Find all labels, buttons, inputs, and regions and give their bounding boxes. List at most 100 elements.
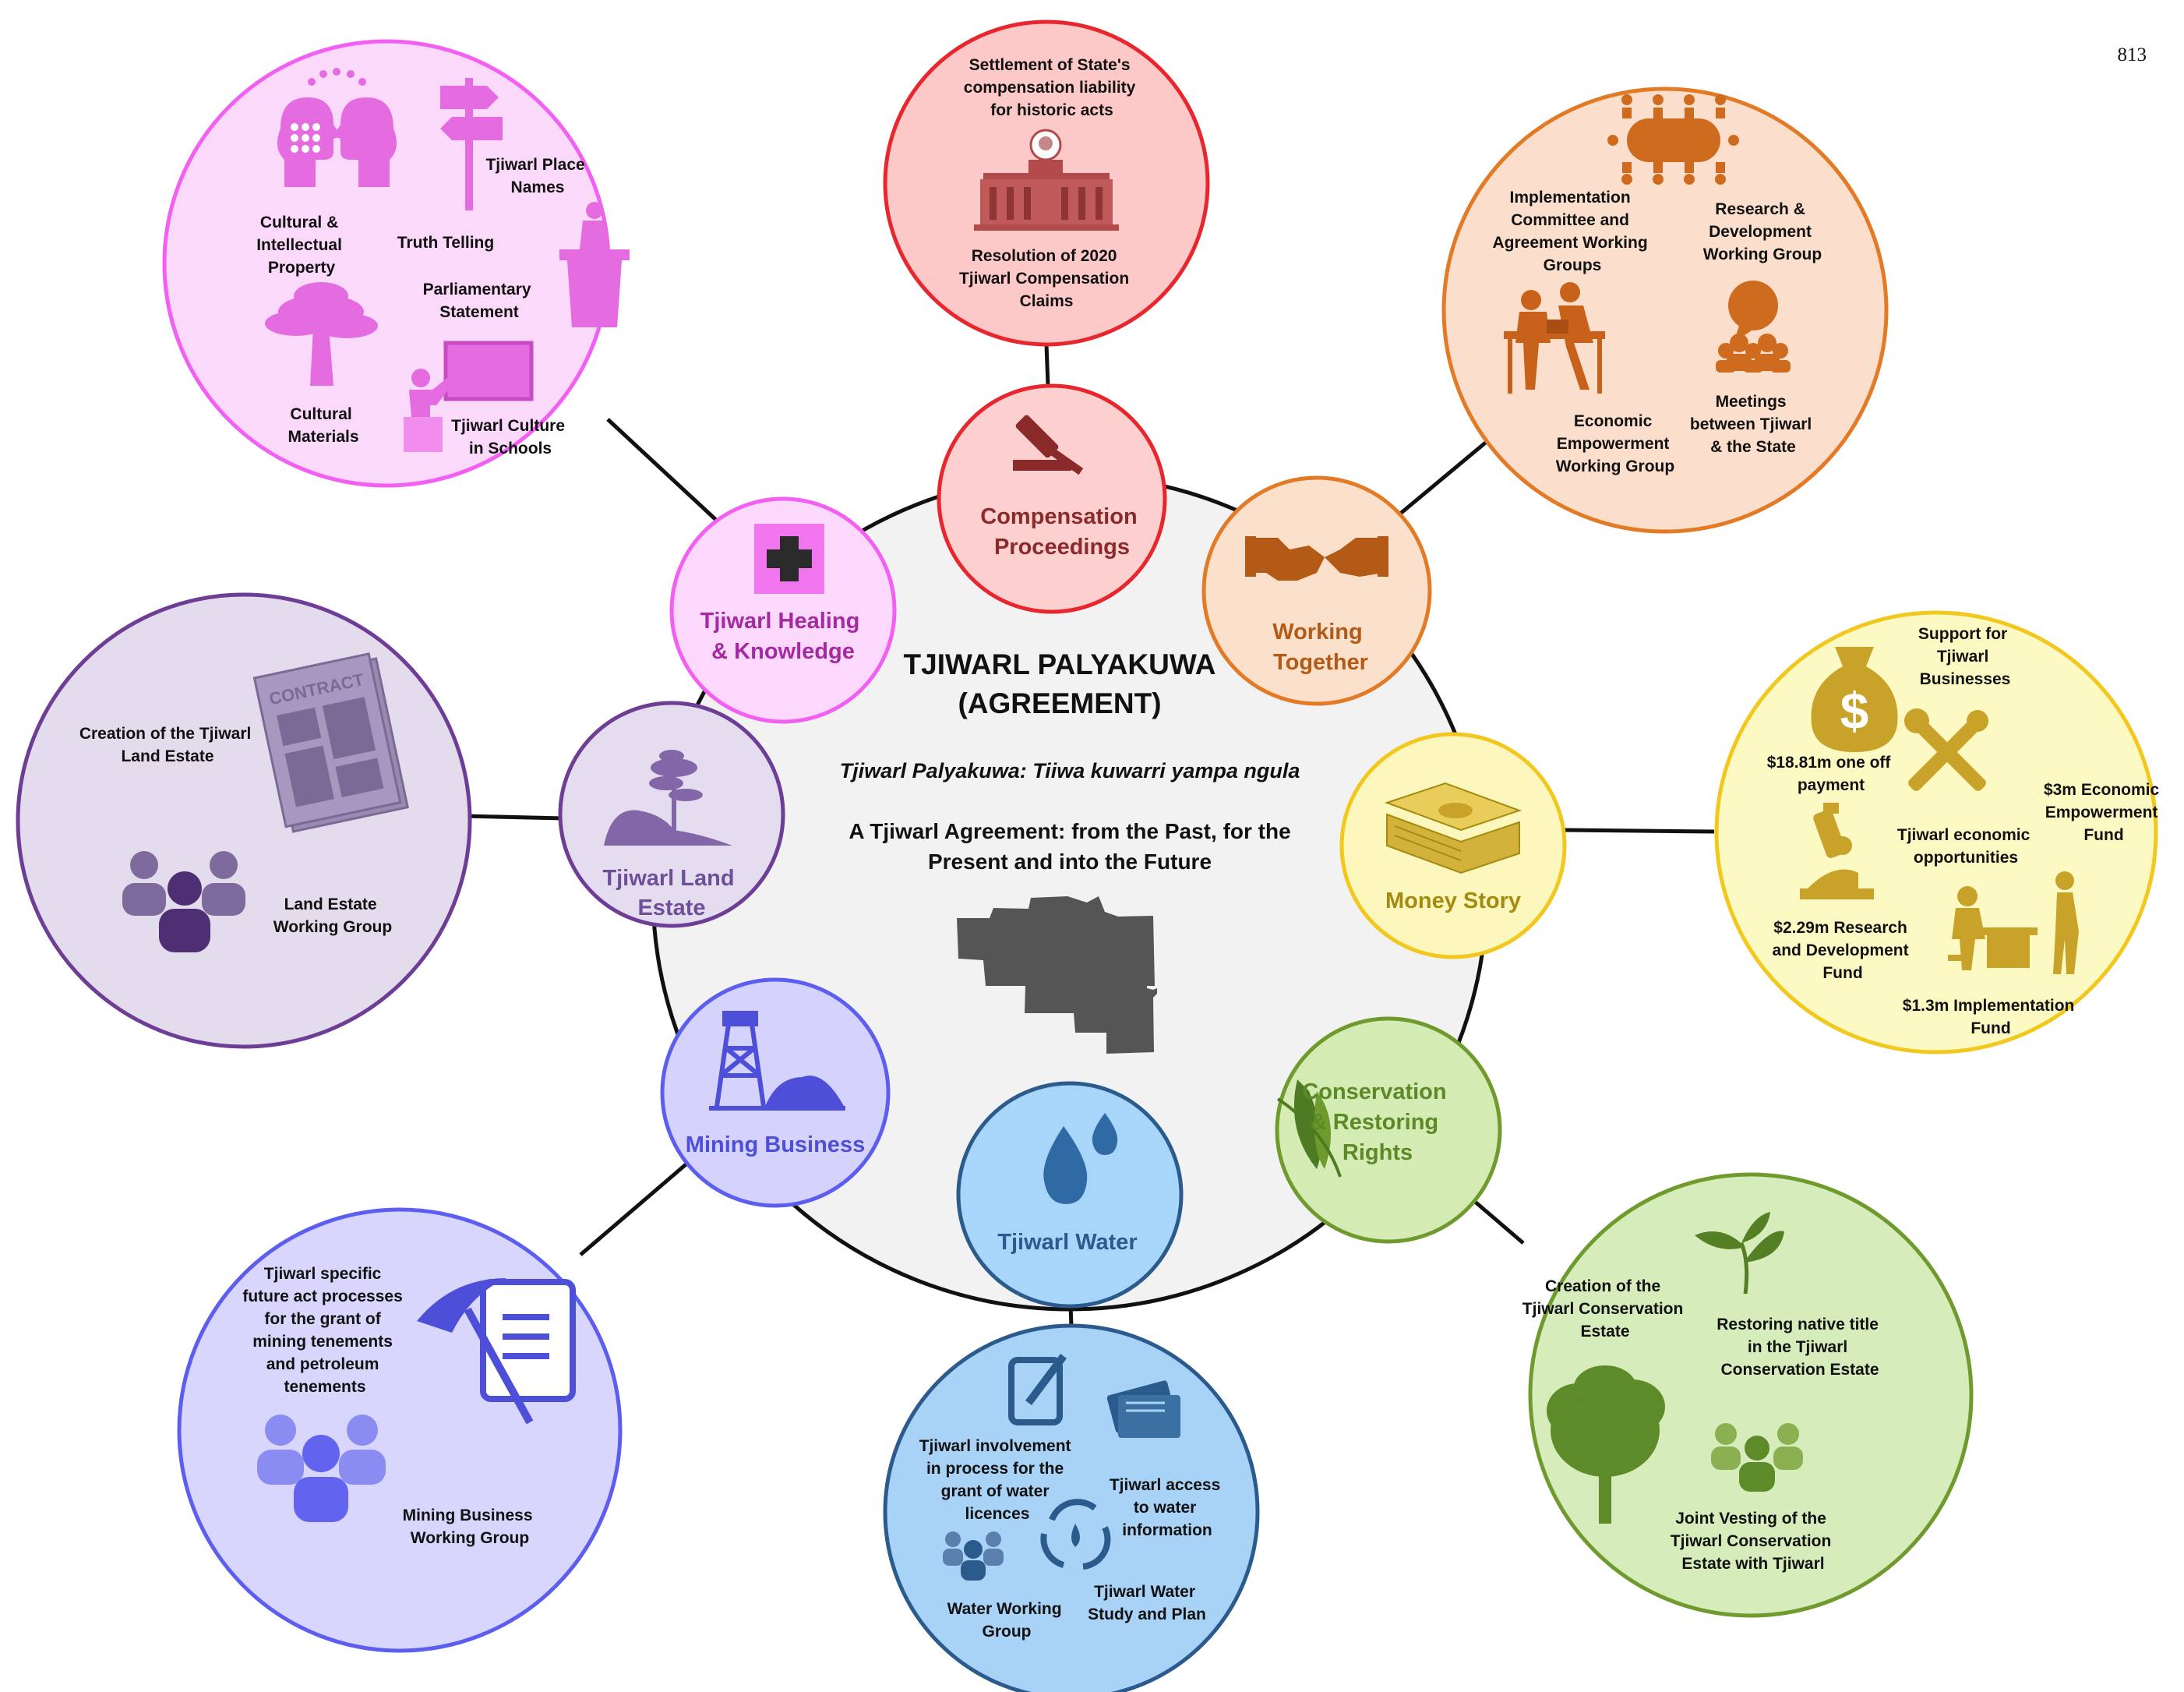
connector-land — [463, 814, 564, 821]
resolution-line3: Claims — [1020, 292, 1074, 310]
land-group-icon — [122, 851, 245, 952]
creation-line3: Estate — [1580, 1323, 1629, 1341]
svg-text:$1.3m Implementation Fun: $1.3m Implementation Fund — [1903, 997, 2079, 1037]
tree-icon — [1547, 1365, 1665, 1524]
research-line1: Research & — [1715, 200, 1805, 218]
page-number: 813 — [2118, 44, 2147, 65]
research-fund-line2: and Development — [1773, 941, 1909, 959]
heads-exchange-icon — [277, 68, 397, 187]
support-line3: Businesses — [1920, 670, 2011, 688]
compensation-hub-line2: Proceedings — [994, 535, 1130, 560]
compensation-hub[interactable]: Compensation Proceedings — [937, 383, 1167, 614]
meetings-line1: Meetings — [1716, 393, 1787, 411]
mining-group-line1: Mining Business — [403, 1507, 533, 1524]
svg-text:Working Together: Working Together — [1272, 620, 1369, 675]
handshake-icon — [1245, 536, 1388, 581]
mine-shaft-icon — [709, 1011, 846, 1111]
cultural-property-line2: Intellectual — [256, 236, 342, 254]
land-hub[interactable]: Tjiwarl Land Estate — [558, 701, 785, 928]
implementation-line2: Committee and — [1511, 211, 1629, 229]
involvement-line3: grant of water — [941, 1482, 1050, 1500]
research-line3: Working Group — [1703, 245, 1822, 263]
cultural-property-line1: Cultural & — [260, 214, 338, 231]
schools-line1: Tjiwarl Culture — [451, 417, 565, 435]
region-map-icon — [957, 896, 1157, 1054]
working-outer-circle: Implementation Committee and Agreement W… — [1441, 87, 1889, 534]
healing-hub[interactable]: Tjiwarl Healing & Knowledge — [669, 496, 897, 724]
svg-text:Support for Tjiwarl: Support for Tjiwarl Businesses — [1918, 625, 2012, 688]
access-line1: Tjiwarl access — [1110, 1476, 1220, 1494]
working-hub-line2: Together — [1273, 650, 1368, 675]
working-hub[interactable]: Working Together — [1201, 475, 1432, 706]
conservation-hub-line1: Conservation — [1302, 1079, 1446, 1104]
svg-text:Tjiwarl involvement in p: Tjiwarl involvement in process for the g… — [919, 1437, 1076, 1523]
svg-text:Cultural Materials: Cultural Materials — [288, 405, 358, 446]
joint-line3: Estate with Tjiwarl — [1681, 1555, 1824, 1573]
water-group-line1: Water Working — [947, 1600, 1062, 1618]
empowerment-fund-line3: Fund — [2083, 826, 2123, 844]
research-fund-line1: $2.29m Research — [1773, 919, 1907, 937]
processes-line2: future act processes — [242, 1288, 402, 1305]
center-title-line1: TJIWARL PALYAKUWA — [904, 648, 1216, 680]
mining-outer-circle: Tjiwarl specific future act processes fo… — [177, 1207, 623, 1653]
compensation-outer-circle: Settlement of State's compensation liabi… — [883, 19, 1210, 347]
parliamentary-line1: Parliamentary — [423, 281, 531, 298]
conservation-hub-line3: Rights — [1343, 1140, 1413, 1165]
svg-text:$: $ — [1840, 682, 1869, 740]
files-icon — [1106, 1380, 1180, 1438]
svg-text:Creation of the Tjiwarl: Creation of the Tjiwarl Conservation Est… — [1522, 1277, 1688, 1341]
materials-line1: Cultural — [290, 405, 351, 423]
center-subtitle: Tjiwarl Palyakuwa: Tiiwa kuwarri yampa n… — [840, 759, 1300, 782]
settlement-line1: Settlement of State's — [969, 56, 1131, 74]
water-drops-icon — [1043, 1113, 1118, 1204]
economic-line1: Economic — [1574, 412, 1653, 430]
office-work-icon — [1504, 282, 1605, 394]
conservation-hub[interactable]: Conservation & Restoring Rights — [1275, 1016, 1502, 1244]
implementation-line3: Agreement Working — [1493, 234, 1648, 252]
truth-telling: Truth Telling — [397, 234, 494, 252]
working-hub-line1: Working — [1272, 620, 1362, 645]
water-group-line2: Group — [983, 1623, 1032, 1641]
signpost-icon — [440, 78, 503, 210]
involvement-line2: in process for the — [926, 1460, 1064, 1478]
center-tagline-line2: Present and into the Future — [928, 850, 1212, 874]
land-creation-line1: Creation of the Tjiwarl — [79, 725, 252, 743]
svg-text:Restoring native title i: Restoring native title in the Tjiwarl Co… — [1717, 1316, 1883, 1379]
access-line3: information — [1122, 1521, 1212, 1539]
land-group-line1: Land Estate — [284, 895, 377, 913]
landscape-tree-icon — [604, 750, 732, 846]
mining-hub[interactable]: Mining Business — [660, 977, 891, 1208]
economic-line2: Empowerment — [1557, 435, 1670, 453]
water-hub-label: Tjiwarl Water — [997, 1230, 1137, 1255]
support-line2: Tjiwarl — [1937, 648, 1989, 666]
svg-text:Conservation & Restoring: Conservation & Restoring Rights — [1302, 1079, 1452, 1165]
support-line1: Support for — [1918, 625, 2007, 643]
land-outer-circle: CONTRACT Creation of the Tjiwarl Land Es… — [16, 592, 472, 1049]
water-hub[interactable]: Tjiwarl Water — [956, 1081, 1184, 1309]
svg-text:Tjiwarl Healing & Knowle: Tjiwarl Healing & Knowledge — [700, 609, 866, 664]
resolution-line2: Tjiwarl Compensation — [959, 270, 1129, 288]
healing-outer-circle: Tjiwarl Place Names Cultural & Intellect… — [162, 39, 630, 488]
center-content: TJIWARL PALYAKUWA (AGREEMENT) Tjiwarl Pa… — [840, 648, 1300, 1054]
mining-hub-label: Mining Business — [686, 1132, 865, 1157]
water-cycle-icon — [1040, 1499, 1111, 1570]
resolution-line1: Resolution of 2020 — [972, 247, 1117, 265]
research-line2: Development — [1709, 223, 1812, 241]
svg-text:Economic Empowerment: Economic Empowerment Working Group — [1556, 412, 1674, 475]
contract-icon: CONTRACT — [252, 652, 409, 833]
opportunities-line1: Tjiwarl economic — [1897, 826, 2031, 844]
svg-text:Tjiwarl Place Names: Tjiwarl Place Names — [485, 156, 589, 196]
svg-text:Tjiwarl access to water: Tjiwarl access to water information — [1110, 1476, 1225, 1539]
parliamentary-line2: Statement — [439, 303, 519, 321]
implementation-line1: Implementation — [1509, 189, 1630, 207]
money-hub[interactable]: Money Story — [1339, 732, 1567, 959]
opportunities-line2: opportunities — [1914, 849, 2018, 867]
mining-group-line2: Working Group — [411, 1529, 529, 1547]
processes-line3: for the grant of — [264, 1310, 381, 1328]
place-names-line2: Names — [511, 178, 565, 196]
document-edit-icon — [1008, 1354, 1067, 1425]
compensation-hub-line1: Compensation — [980, 504, 1137, 529]
money-outer-circle: $ Support for Tjiwarl Businesses $18.81m… — [1714, 610, 2160, 1054]
tools-icon — [1904, 708, 1988, 791]
svg-text:Research & Development: Research & Development Working Group — [1703, 200, 1822, 263]
